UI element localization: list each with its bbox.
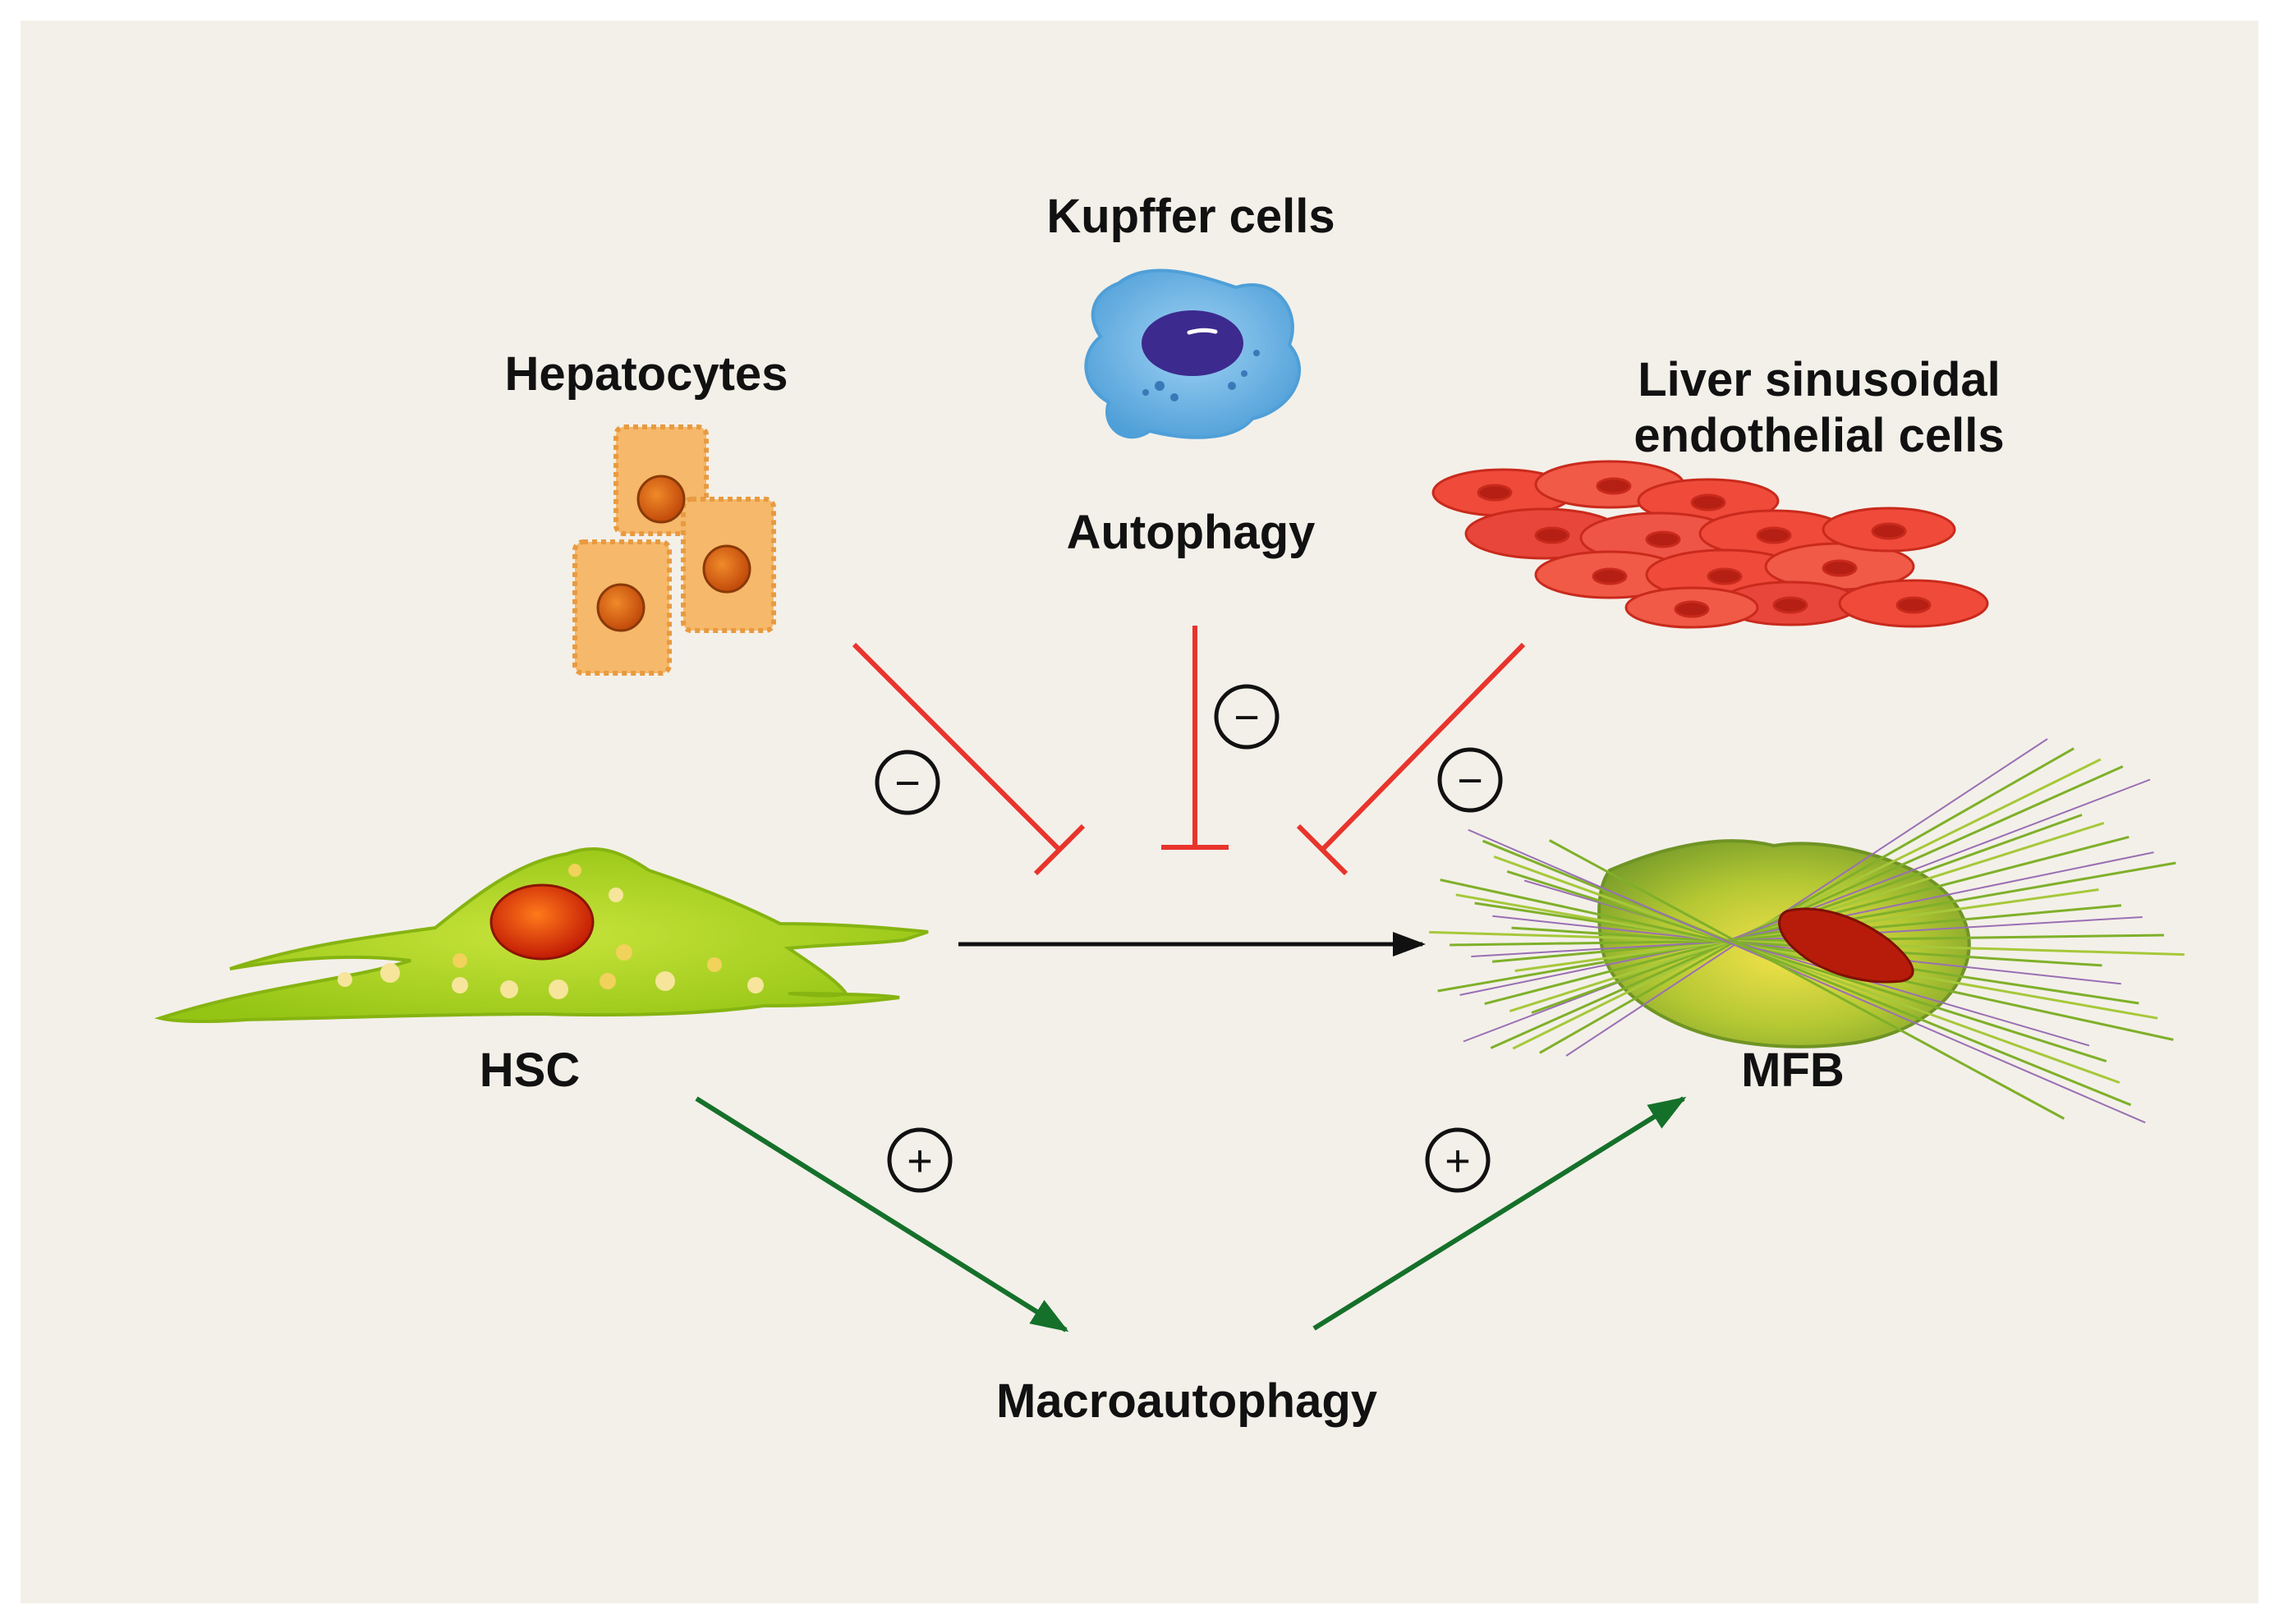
stress-fiber [1539,747,2075,1054]
label-hepatocytes: Hepatocytes [505,347,788,401]
inhibit-sign-kupffer: − [1234,693,1260,742]
stress-fiber [1493,855,2120,1085]
myofibroblast-icon [1429,738,2185,1124]
stress-fiber [1468,828,2146,1124]
promote-sign-hsc: + [907,1136,933,1186]
label-lsec-line1: Liver sinusoidal [1638,353,2001,406]
stress-fiber [1523,879,2090,1047]
hepatocytes-inhibition-arrow [852,642,1086,876]
promote-sign-mfb: + [1445,1136,1471,1186]
label-autophagy: Autophagy [1067,506,1316,559]
label-hsc: HSC [480,1044,580,1097]
stress-fiber [1548,839,2065,1120]
label-kupffer-cells: Kupffer cells [1046,190,1335,243]
hepatocyte-cluster-icon [572,424,776,676]
inhibit-sign-lsec: − [1457,756,1483,805]
endothelial-sheet-icon [1431,460,1989,629]
sign-circle-kupffer: − [1214,684,1280,750]
sign-circle-hepatocytes: − [875,750,940,815]
lsec-inhibition-arrow [1296,642,1526,876]
label-mfb: MFB [1741,1044,1845,1097]
stress-fiber [1506,869,2107,1063]
inhibit-sign-hepatocytes: − [894,759,921,808]
label-lsec-line2: endothelial cells [1633,409,2004,462]
label-macroautophagy: Macroautophagy [996,1374,1377,1428]
sign-circle-lsec: − [1437,747,1503,813]
stress-fiber [1490,765,2124,1049]
macroautophagy-to-mfb-arrow [1312,1096,1687,1331]
kupffer-cell-icon [1084,268,1301,439]
sign-circle-mfb-promotion: + [1425,1127,1491,1193]
sign-circle-hsc-promotion: + [887,1127,953,1193]
stress-fiber [1482,839,2132,1107]
hsc-to-macroautophagy-arrow [695,1096,1069,1333]
inhibition-arrows [852,626,1526,876]
stress-fiber [1512,758,2102,1050]
figure-frame [21,21,2258,1603]
kupffer-inhibition-arrow [1161,626,1229,850]
stress-fiber [1565,738,2048,1057]
hepatic-stellate-cell-icon [154,846,929,1024]
